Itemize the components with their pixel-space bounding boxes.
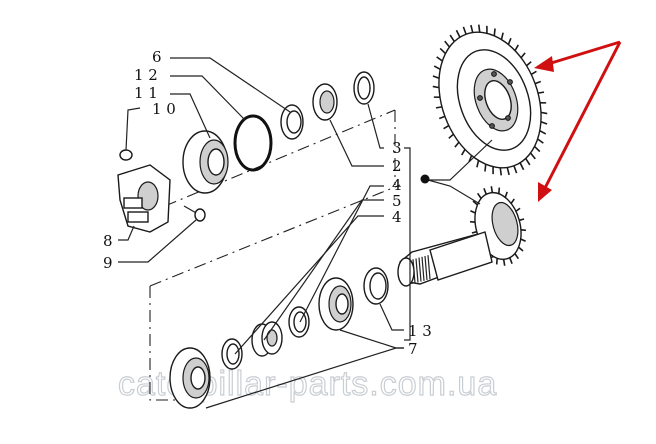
gear-tooth xyxy=(520,52,526,59)
gear-tooth xyxy=(525,158,531,166)
gear-tooth xyxy=(449,34,455,42)
gear-tooth xyxy=(454,141,460,148)
bearing xyxy=(182,130,229,194)
gear-tooth xyxy=(472,200,478,206)
spline-line xyxy=(418,257,422,282)
callout-13: 1 3 xyxy=(408,322,432,340)
snap-ring xyxy=(353,71,375,105)
yoke-flange xyxy=(117,164,171,233)
gear-tooth xyxy=(502,259,506,266)
callout-12: 1 2 xyxy=(134,66,158,84)
gear-tooth xyxy=(448,133,454,139)
callout-11: 1 1 xyxy=(134,84,158,102)
gear-tooth xyxy=(432,75,440,80)
gear-tooth xyxy=(476,192,482,199)
lower-bearing xyxy=(318,277,354,331)
callout-5: 5 xyxy=(392,192,402,210)
gear-tooth xyxy=(515,207,521,212)
gear-tooth xyxy=(500,32,504,40)
bolt xyxy=(183,205,206,222)
gear-tooth xyxy=(443,124,450,130)
gear-tooth xyxy=(444,40,451,48)
callout-3: 3 xyxy=(392,139,402,157)
callout-2: 2 xyxy=(392,157,402,175)
gear-tooth xyxy=(533,145,541,153)
o-ring xyxy=(233,114,273,172)
gear-tooth xyxy=(518,246,524,252)
leader-lines xyxy=(118,57,493,409)
plug xyxy=(119,149,133,161)
gear-tooth xyxy=(493,28,496,36)
spline-line xyxy=(421,256,425,281)
gear-tooth xyxy=(471,230,477,234)
gear-tooth xyxy=(520,228,527,232)
gear-tooth xyxy=(539,129,547,135)
gear-tooth xyxy=(537,138,544,144)
gear-tooth xyxy=(469,220,476,224)
gear-tooth xyxy=(508,257,513,265)
gear-tooth xyxy=(470,24,474,33)
callout-labels: 6 1 2 1 1 1 0 8 9 3 2 4 5 4 1 3 7 xyxy=(103,48,432,358)
callout-10: 1 0 xyxy=(152,100,176,118)
gear-tooth xyxy=(435,106,443,109)
highlight-arrows xyxy=(534,40,622,202)
gear-tooth xyxy=(490,186,494,193)
gear-tooth xyxy=(484,164,487,172)
lower-washer xyxy=(221,338,243,370)
gear-tooth xyxy=(506,167,510,176)
gear-tooth xyxy=(483,187,488,195)
ring-gear xyxy=(432,24,548,176)
gear-tooth xyxy=(526,61,532,67)
gear-tooth xyxy=(438,115,446,120)
spline-line xyxy=(424,255,428,281)
gear-tooth xyxy=(510,198,515,204)
gear-tooth xyxy=(436,56,443,62)
assembly-junction-dot xyxy=(420,174,430,184)
callout-4-upper: 4 xyxy=(392,176,402,194)
gear-tooth xyxy=(540,111,548,115)
castle-nut xyxy=(312,83,338,121)
gear-tooth xyxy=(499,167,503,176)
gear-tooth xyxy=(519,218,525,222)
gear-tooth xyxy=(477,24,481,33)
callout-6: 6 xyxy=(152,48,162,66)
shim-ring xyxy=(363,267,389,305)
gear-tooth xyxy=(520,238,526,242)
gear-tooth xyxy=(432,85,440,89)
gear-tooth xyxy=(514,44,519,52)
gear-tooth xyxy=(514,253,520,260)
washer xyxy=(280,104,304,140)
gear-tooth xyxy=(534,80,542,85)
callout-8: 8 xyxy=(103,232,113,250)
gear-tooth xyxy=(540,120,548,125)
gear-tooth xyxy=(504,191,508,198)
gear-tooth xyxy=(476,160,480,168)
callout-4-lower: 4 xyxy=(392,208,402,226)
gear-tooth xyxy=(462,26,467,35)
callout-7: 7 xyxy=(408,340,418,358)
gear-tooth xyxy=(530,70,537,76)
gear-tooth xyxy=(461,148,466,156)
tapered-bearing xyxy=(169,347,211,409)
pinion-shaft xyxy=(397,186,527,287)
gear-tooth xyxy=(439,47,447,55)
gear-tooth xyxy=(513,165,518,174)
callout-9: 9 xyxy=(103,254,113,272)
gear-tooth xyxy=(507,37,512,45)
gear-tooth xyxy=(529,152,536,160)
gear-tooth xyxy=(433,65,441,71)
spacer-sleeve xyxy=(251,321,283,357)
spline-line xyxy=(427,255,431,280)
gear-tooth xyxy=(537,91,545,94)
gear-tooth xyxy=(455,29,461,38)
gear-tooth xyxy=(519,162,525,171)
spline-line xyxy=(415,258,419,283)
gear-tooth xyxy=(470,210,476,214)
